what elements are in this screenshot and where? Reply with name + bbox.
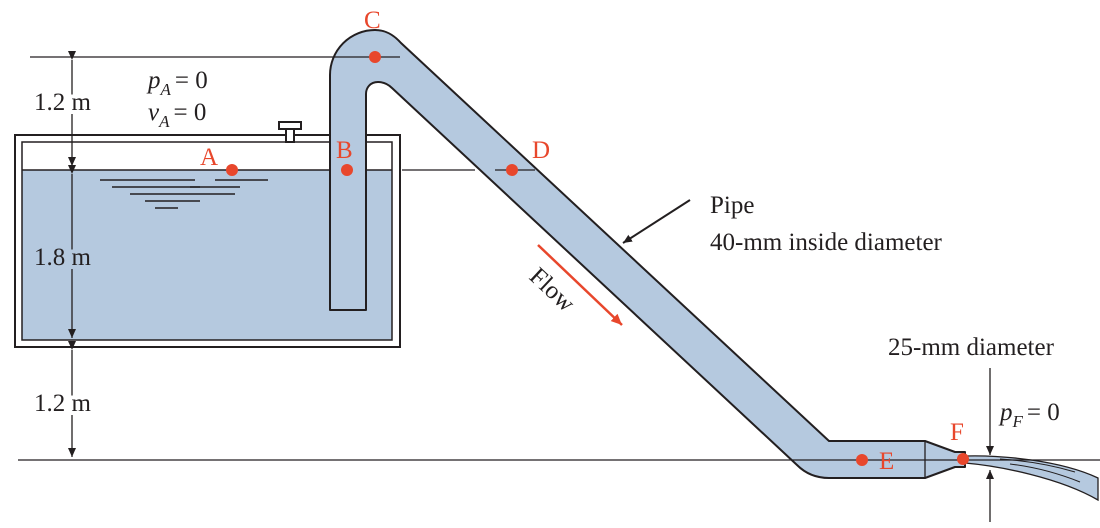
pressure-a-value: = 0 — [175, 67, 208, 94]
pressure-a-symbol: p — [146, 67, 161, 94]
siphon-pipe — [329, 29, 966, 479]
velocity-a-value: = 0 — [174, 99, 207, 126]
pipe-leader — [622, 199, 691, 244]
dimension-label-bottom: 1.2 m — [34, 390, 92, 417]
point-f-marker — [957, 453, 969, 465]
pressure-a-label: pA= 0 — [146, 67, 208, 99]
point-d-marker — [506, 164, 518, 176]
pressure-f-subscript: F — [1012, 412, 1024, 431]
pressure-f-symbol: p — [998, 399, 1013, 426]
dimension-label-water: 1.8 m — [34, 244, 92, 271]
pipe-size: 40-mm inside diameter — [710, 229, 943, 256]
point-e-label: E — [879, 448, 894, 475]
reservoir-outer-wall — [14, 134, 401, 348]
reservoir-inner-wall — [21, 141, 393, 341]
vent-icon — [278, 121, 302, 143]
surface-ripples — [100, 179, 268, 209]
water-jet — [964, 455, 1099, 502]
velocity-a-label: vA= 0 — [148, 99, 206, 131]
dimension-label-top: 1.2 m — [34, 89, 92, 116]
point-f-label: F — [950, 419, 964, 446]
point-d-label: D — [532, 137, 550, 164]
point-b-label: B — [336, 137, 353, 164]
pressure-f-label: pF= 0 — [998, 399, 1060, 431]
point-c-marker — [369, 51, 381, 63]
velocity-a-symbol: v — [148, 99, 160, 126]
point-a-label: A — [200, 144, 218, 171]
point-b-marker — [341, 164, 353, 176]
point-markers — [226, 51, 969, 466]
point-e-marker — [856, 454, 868, 466]
point-c-label: C — [364, 7, 381, 34]
flow-label: Flow — [524, 263, 580, 318]
nozzle-diameter-label: 25-mm diameter — [888, 334, 1055, 361]
pipe-name: Pipe — [710, 192, 754, 219]
point-a-marker — [226, 164, 238, 176]
velocity-a-subscript: A — [158, 112, 170, 131]
pressure-f-value: = 0 — [1027, 399, 1060, 426]
pressure-a-subscript: A — [160, 80, 172, 99]
flow-arrow — [537, 244, 623, 326]
